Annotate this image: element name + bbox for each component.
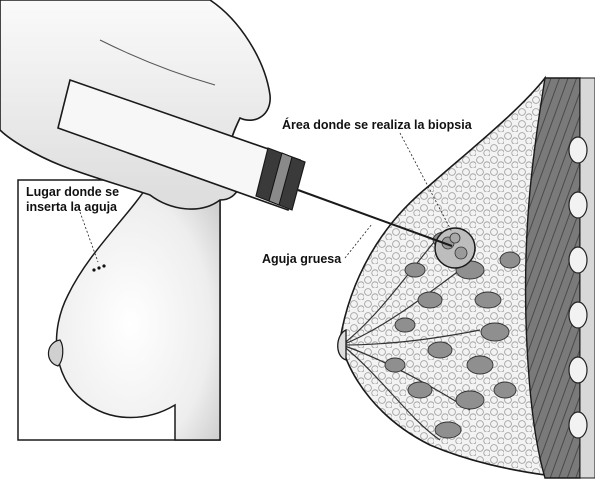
label-needle: Aguja gruesa (262, 252, 341, 267)
breast-cross-section (338, 78, 595, 478)
label-insertion-site: Lugar donde se inserta la aguja (26, 185, 146, 215)
hand-with-device (0, 0, 305, 210)
breast-outline (340, 78, 545, 475)
label-insertion-line1: Lugar donde se (26, 185, 146, 200)
label-biopsy-area: Área donde se realiza la biopsia (282, 118, 472, 133)
label-insertion-line2: inserta la aguja (26, 200, 146, 215)
lesion (435, 228, 475, 268)
nipple-section (338, 330, 346, 360)
needle-leader-line (345, 224, 372, 258)
inset-external-view (18, 180, 220, 440)
